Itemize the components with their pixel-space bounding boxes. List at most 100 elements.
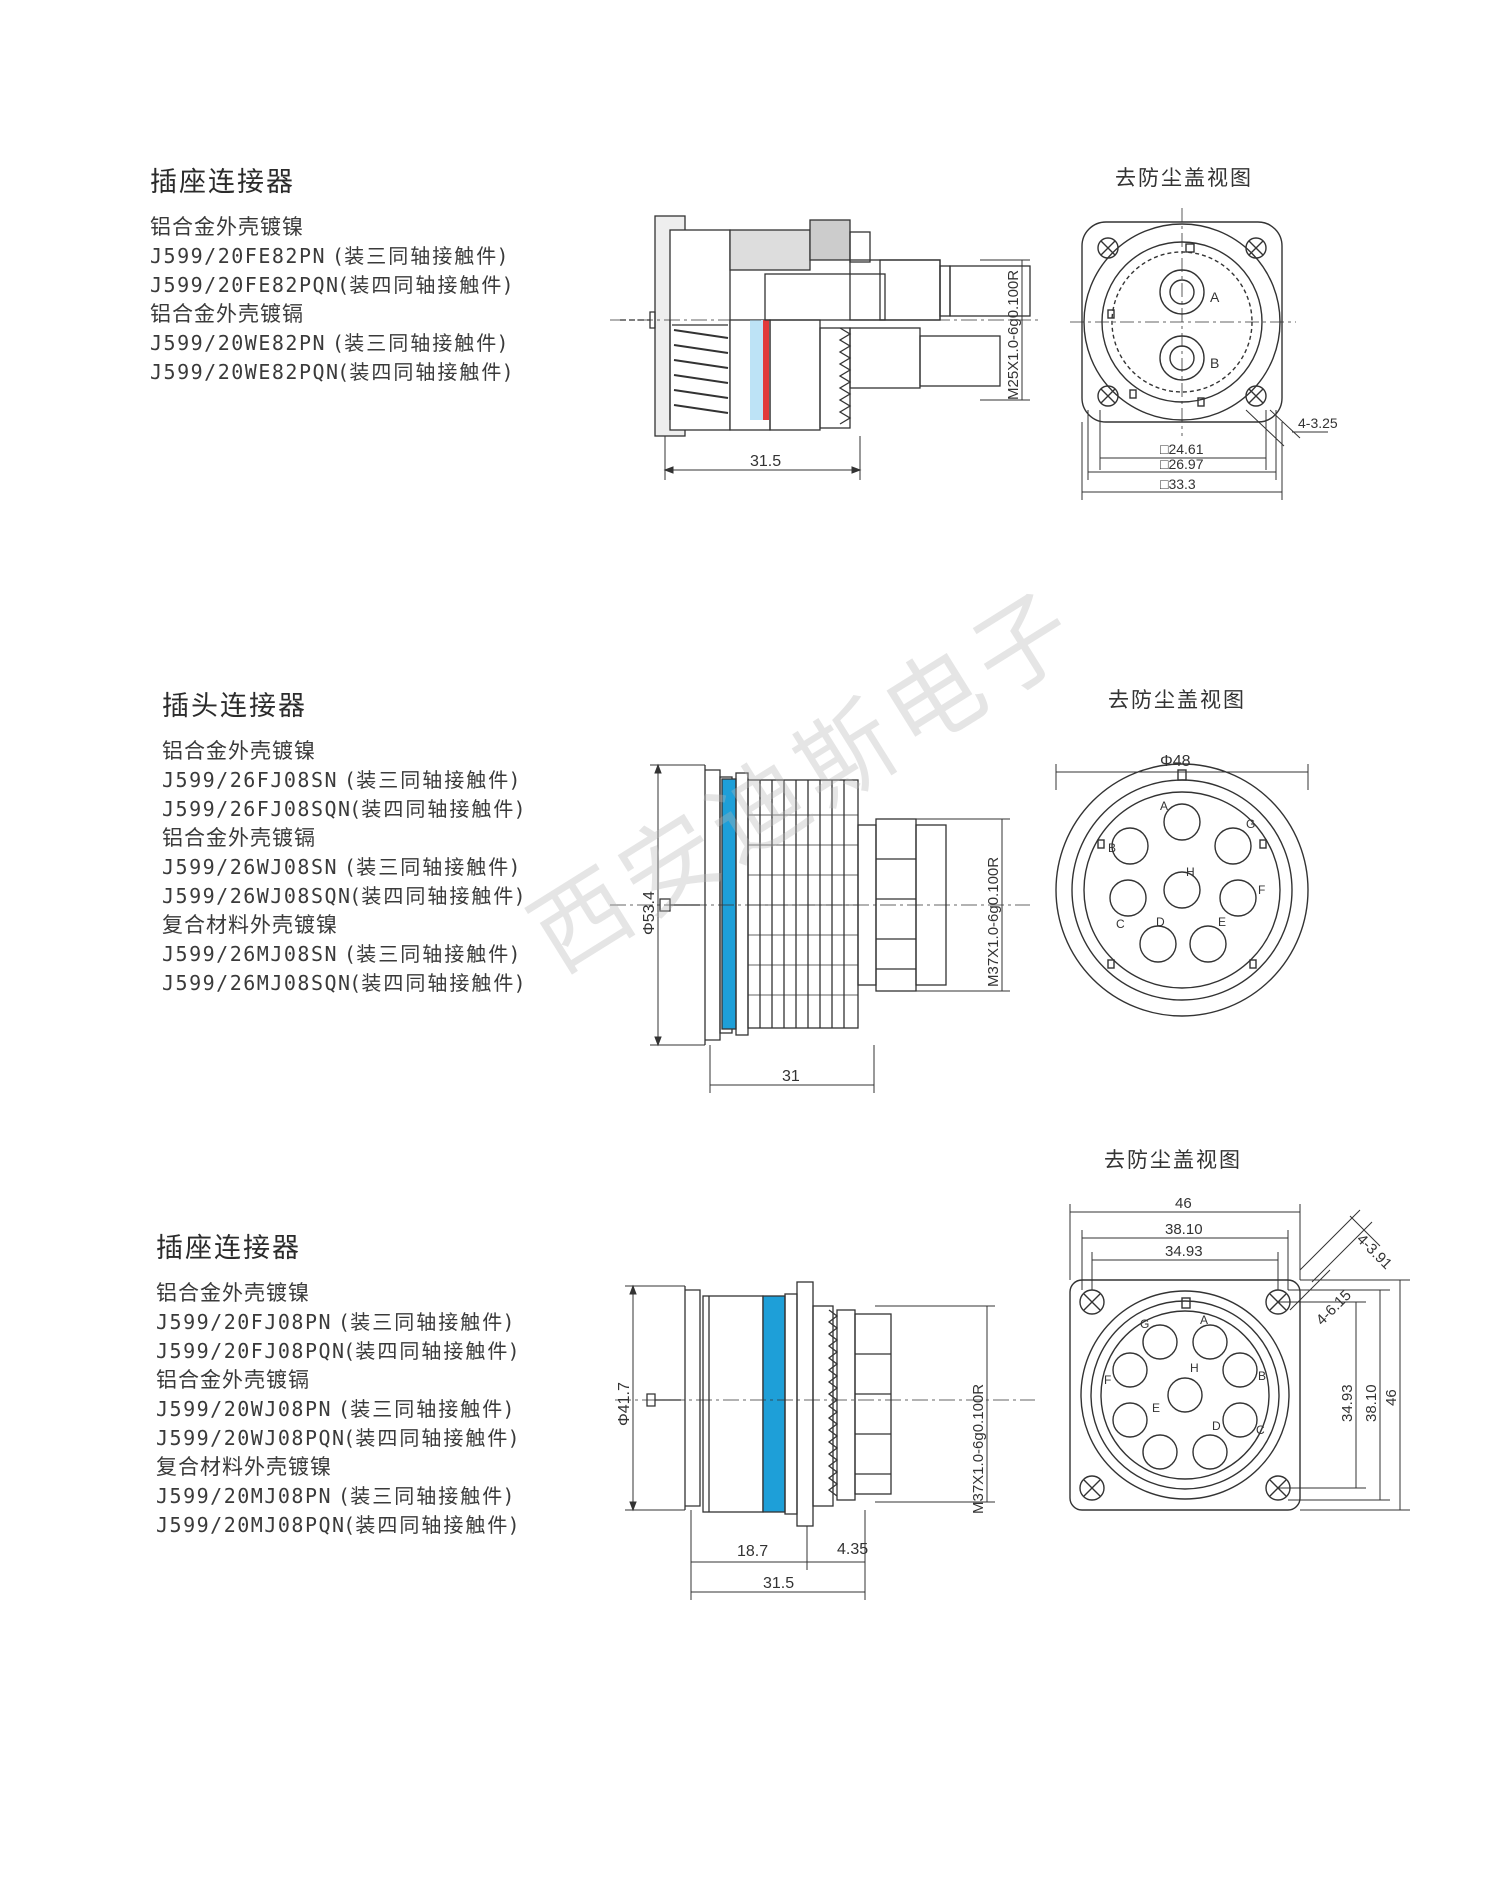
pin-label: E [1152,1401,1160,1415]
pin-label: D [1212,1419,1221,1433]
view-title: 去防尘盖视图 [1108,688,1246,712]
contact-note: (装三同轴接触件) [338,942,521,966]
contact-note: (装四同轴接触件) [345,1513,520,1537]
material-line: 复合材料外壳镀镍 [156,1453,519,1482]
contact-note: (装四同轴接触件) [345,1339,520,1363]
contact-note: (装四同轴接触件) [351,971,526,995]
pin-label-b: B [1210,355,1219,371]
dim-sq2: □26.97 [1160,456,1204,472]
dim-h1: 34.93 [1339,1384,1356,1422]
dim-thread: M37X1.0-6g0.100R [985,857,1002,987]
model-number-line: J599/20WE82PQN(装四同轴接触件) [150,358,513,387]
model-number-line: J599/26WJ08SN (装三同轴接触件) [162,853,525,882]
dim-thread: M25X1.0-6g0.100R [1005,270,1022,400]
dim-w1: 46 [1175,1195,1192,1212]
model-number: J599/20MJ08PN [156,1484,333,1508]
pin-label: H [1186,865,1195,879]
section-title: 插座连接器 [156,1233,301,1264]
pin-label: B [1108,841,1116,855]
model-number: J599/20FE82PN [150,244,327,268]
model-number: J599/26FJ08SN [162,768,339,792]
material-line: 铝合金外壳镀镉 [162,824,525,853]
model-number: J599/20WE82PQN [150,360,340,384]
pin-label: H [1190,1361,1199,1375]
model-number-line: J599/26FJ08SN (装三同轴接触件) [162,766,525,795]
contact-note: (装三同轴接触件) [338,855,521,879]
material-line: 铝合金外壳镀镍 [156,1279,519,1308]
front-view-drawing-1: A B □24.61 □26.97 □33.3 4-3.25 [1070,208,1338,500]
model-number-line: J599/20FE82PN (装三同轴接触件) [150,242,513,271]
section-title: 插座连接器 [150,167,295,198]
side-view-drawing-1: 31.5 M25X1.0-6g0.100R [610,215,1040,480]
contact-note: (装三同轴接触件) [326,331,509,355]
dim-h2: 38.10 [1363,1384,1380,1422]
material-text: 铝合金外壳镀镉 [150,302,304,326]
side-view-drawing-2: Φ53.4 31 M37X1.0-6g0.100R [610,763,1030,1093]
model-number: J599/26WJ08SQN [162,884,352,908]
model-number-line: J599/20MJ08PN (装三同轴接触件) [156,1482,519,1511]
pin-label: G [1140,1317,1149,1331]
model-number-line: J599/26MJ08SN (装三同轴接触件) [162,940,525,969]
contact-note: (装三同轴接触件) [332,1484,515,1508]
model-number-line: J599/26MJ08SQN(装四同轴接触件) [162,969,525,998]
model-number: J599/26MJ08SN [162,942,339,966]
material-text: 铝合金外壳镀镍 [162,739,316,763]
dim-w2: 38.10 [1165,1221,1203,1238]
section-title: 插头连接器 [162,691,307,722]
material-text: 铝合金外壳镀镍 [150,215,304,239]
view-title: 去防尘盖视图 [1115,166,1253,190]
model-number-line: J599/20WJ08PN (装三同轴接触件) [156,1395,519,1424]
dim-length: 31.5 [763,1575,794,1592]
dim-holes: 4-3.91 [1353,1231,1395,1273]
contact-note: (装四同轴接触件) [339,360,514,384]
dim-length: 31.5 [750,453,781,470]
dim-d1: 18.7 [737,1543,768,1560]
contact-note: (装四同轴接触件) [339,273,514,297]
side-view-drawing-3: Φ41.7 18.7 4.35 31.5 M37X1.0-6g0.100R [615,1281,1035,1600]
model-number-line: J599/20FE82PQN(装四同轴接触件) [150,271,513,300]
model-number-line: J599/20MJ08PQN(装四同轴接触件) [156,1511,519,1540]
pin-label: C [1116,917,1125,931]
dim-d2: 4.35 [837,1541,868,1558]
model-number: J599/20WE82PN [150,331,327,355]
dim-h3: 46 [1383,1389,1400,1406]
model-number: J599/20FE82PQN [150,273,340,297]
pin-label: G [1246,817,1255,831]
model-number-line: J599/26FJ08SQN(装四同轴接触件) [162,795,525,824]
contact-note: (装四同轴接触件) [345,1426,520,1450]
dim-diameter: Φ41.7 [616,1382,633,1426]
dim-sq1: □24.61 [1160,441,1204,457]
material-line: 铝合金外壳镀镍 [150,213,513,242]
pin-label-a: A [1210,289,1220,305]
pin-label: A [1200,1313,1208,1327]
material-text: 铝合金外壳镀镉 [156,1368,310,1392]
dim-diameter: Φ53.4 [641,891,658,935]
dim-diag: 4-6.15 [1313,1287,1355,1329]
pin-label: B [1258,1369,1266,1383]
dim-diameter: Φ48 [1160,753,1191,770]
view-title: 去防尘盖视图 [1104,1148,1242,1172]
material-text: 复合材料外壳镀镍 [156,1455,332,1479]
contact-note: (装三同轴接触件) [332,1397,515,1421]
pin-label: F [1258,883,1265,897]
dim-thread: M37X1.0-6g0.100R [970,1384,987,1514]
dim-w3: 34.93 [1165,1243,1203,1260]
contact-note: (装四同轴接触件) [351,797,526,821]
material-text: 复合材料外壳镀镍 [162,913,338,937]
pin-label: F [1104,1373,1111,1387]
model-number-line: J599/20WE82PN (装三同轴接触件) [150,329,513,358]
material-line: 铝合金外壳镀镍 [162,737,525,766]
material-line: 铝合金外壳镀镉 [150,300,513,329]
model-number-line: J599/20WJ08PQN(装四同轴接触件) [156,1424,519,1453]
model-number: J599/26FJ08SQN [162,797,352,821]
material-line: 复合材料外壳镀镍 [162,911,525,940]
material-text: 铝合金外壳镀镍 [156,1281,310,1305]
model-number-line: J599/26WJ08SQN(装四同轴接触件) [162,882,525,911]
pin-label: A [1160,799,1168,813]
